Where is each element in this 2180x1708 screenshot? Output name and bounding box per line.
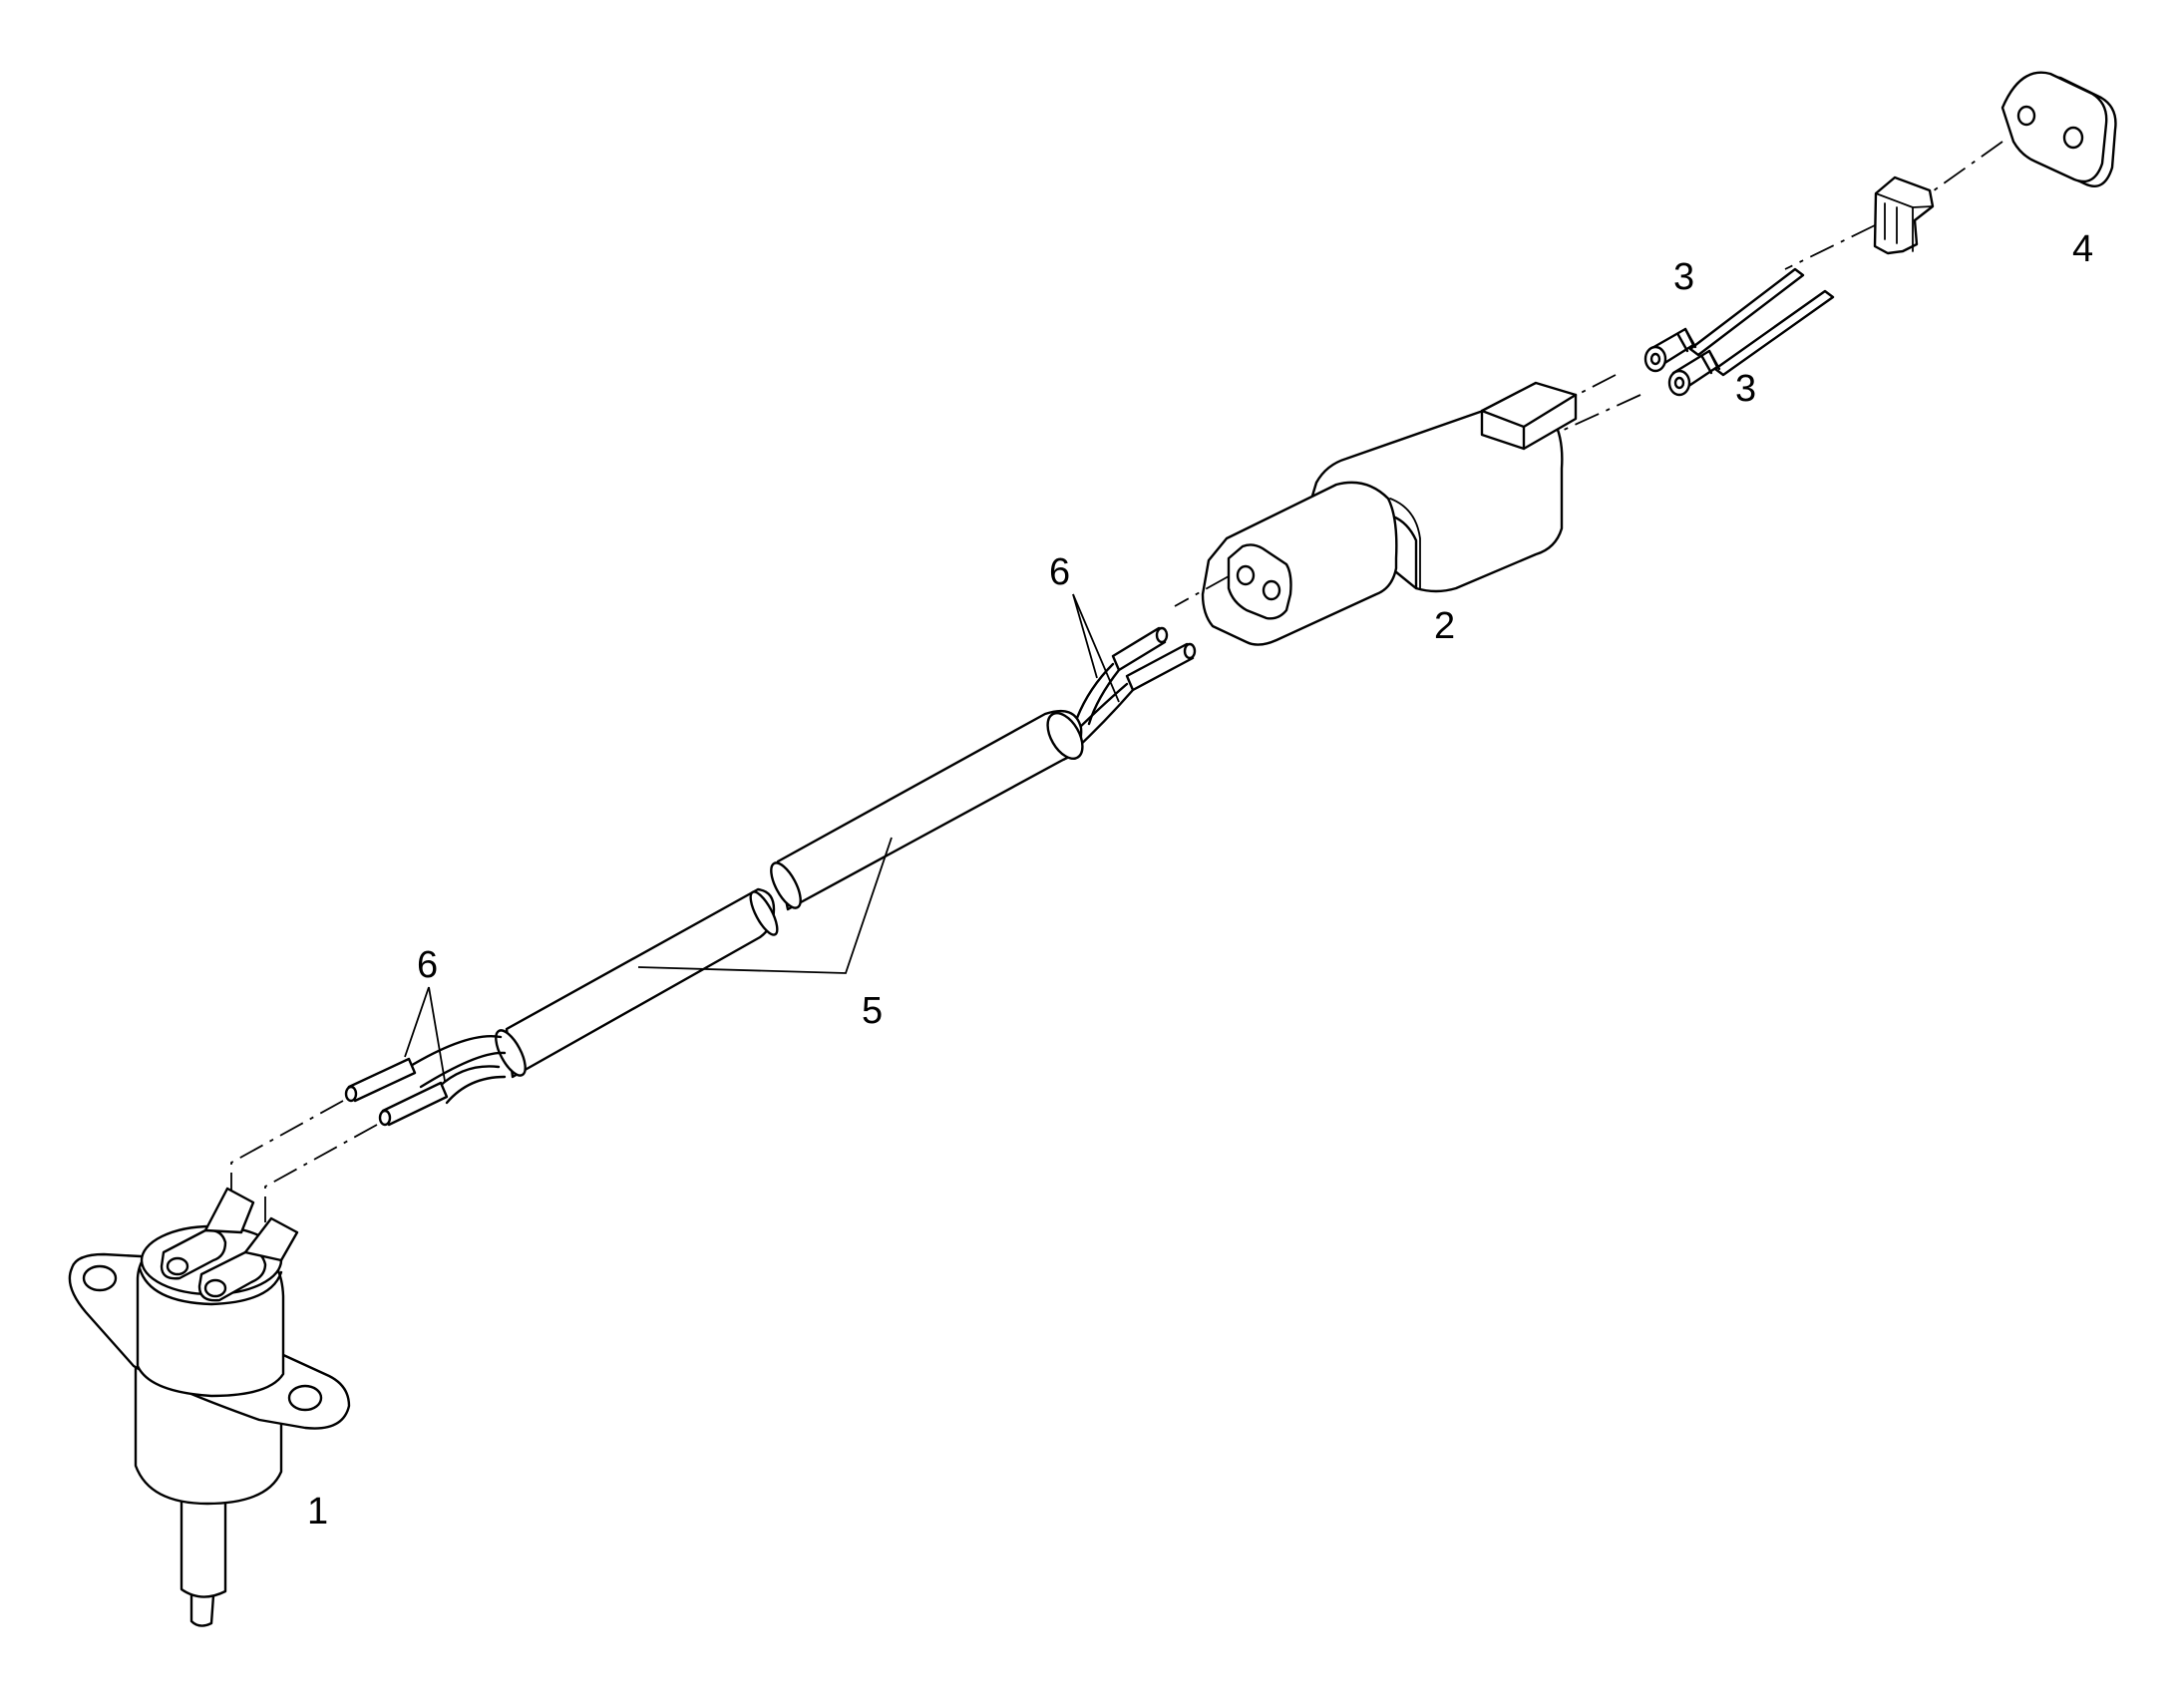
leader-6-upper-b <box>1072 593 1120 703</box>
assembly-line-plate <box>1929 141 2003 194</box>
callout-6-upper: 6 <box>1049 551 1070 593</box>
leader-5-upper <box>637 837 893 974</box>
assembly-line-connector <box>1174 575 1230 607</box>
part-3-terminal-pin-upper <box>1643 267 1805 373</box>
assembly-line-clip <box>1784 224 1876 270</box>
assembly-line-solenoid-1 <box>230 1100 344 1216</box>
assembly-line-pin-2 <box>1561 394 1641 432</box>
leader-6-lower-a <box>404 986 430 1058</box>
part-5-cable-upper <box>770 709 1084 911</box>
callout-4: 4 <box>2072 228 2093 270</box>
part-1-solenoid <box>68 1187 351 1627</box>
callout-5: 5 <box>862 990 883 1032</box>
part-4-clip <box>1873 175 1935 255</box>
assembly-line-solenoid-2 <box>264 1124 378 1234</box>
callout-2: 2 <box>1434 605 1455 647</box>
part-3-terminal-pin-lower <box>1667 289 1835 397</box>
callout-6-lower: 6 <box>417 944 438 986</box>
part-6-upper-terminals <box>1065 626 1197 754</box>
part-5-cable-lower <box>495 887 779 1079</box>
leader-6-upper-a <box>1072 593 1098 679</box>
part-2-connector-housing <box>1201 381 1578 646</box>
part-6-lower-terminals <box>344 1035 507 1127</box>
callout-1: 1 <box>307 1491 328 1533</box>
part-4-mounting-plate <box>2000 71 2117 187</box>
callout-3-upper: 3 <box>1673 256 1694 298</box>
leader-6-lower-b <box>428 986 446 1082</box>
callout-3-lower: 3 <box>1735 368 1756 410</box>
